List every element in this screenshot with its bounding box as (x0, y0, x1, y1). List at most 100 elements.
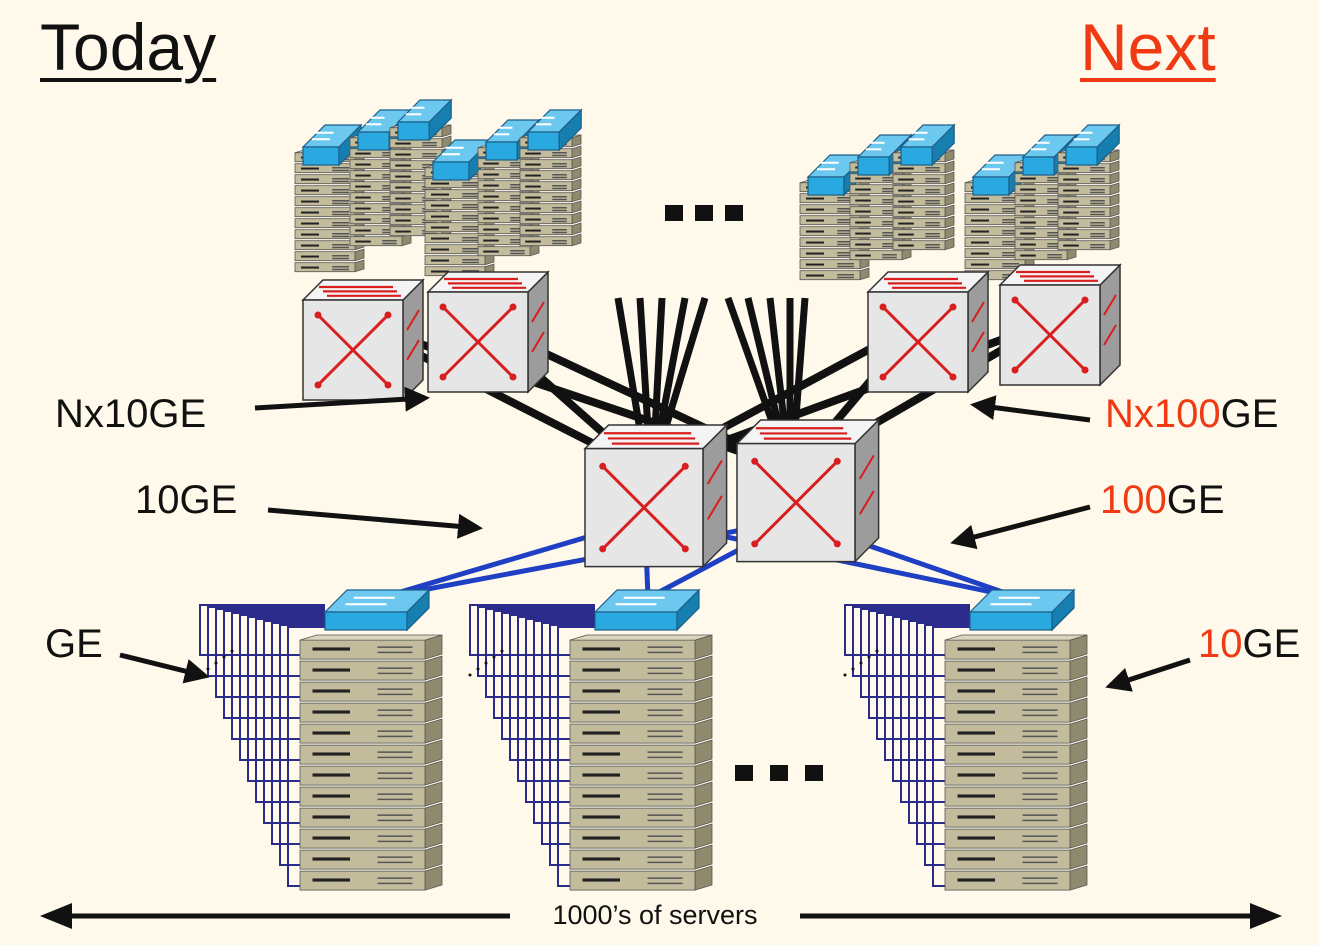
server-cable-1-8 (533, 620, 595, 824)
server-cable-0-2 (215, 608, 325, 698)
label-10ge-access-suffix: GE (1242, 622, 1301, 666)
server-cable-1-9 (541, 622, 595, 845)
top-access-switch-5 (526, 108, 583, 152)
fan-link-0 (614, 297, 644, 431)
top-access-switch-8 (899, 123, 956, 167)
fan-link-9 (791, 297, 809, 431)
fan-link-1 (636, 297, 652, 431)
today-heading: Today (40, 10, 217, 84)
cable-dot-1-4 (500, 649, 504, 653)
callout-arrow-0 (254, 386, 430, 412)
cable-dot-2-2 (859, 661, 863, 665)
aggregation-router-icon (301, 278, 425, 402)
server-cable-1-10 (549, 624, 595, 866)
label-100ge-prefix: 100 (1100, 478, 1167, 522)
ellipsis-block-5 (805, 765, 823, 781)
ellipsis-block-2 (725, 205, 743, 221)
server-cable-2-2 (860, 608, 970, 698)
server-cable-1-1 (477, 606, 595, 677)
cable-dot-2-1 (851, 667, 855, 671)
server-cable-2-3 (868, 610, 970, 719)
top-server-rack-5 (519, 134, 582, 247)
server-cable-2-0 (844, 604, 970, 656)
bottom-server-rack-0 (299, 634, 443, 891)
cable-dot-0-1 (206, 667, 210, 671)
server-cable-0-8 (263, 620, 325, 824)
fan-link-4 (661, 296, 709, 432)
ellipsis-block-1 (695, 205, 713, 221)
label-nx100ge: Nx100GE (1105, 392, 1278, 436)
bottom-access-switch-2 (968, 588, 1076, 632)
label-100ge: 100GE (1100, 478, 1225, 522)
server-cable-0-1 (207, 606, 325, 677)
bottom-access-switch-1 (593, 588, 701, 632)
server-cable-2-7 (900, 618, 970, 803)
bottom-server-rack-1 (569, 634, 713, 891)
ellipsis-block-4 (770, 765, 788, 781)
cable-dot-1-3 (492, 655, 496, 659)
server-cable-2-8 (908, 620, 970, 824)
label-10ge: 10GE (135, 478, 238, 522)
server-cable-2-11 (932, 626, 970, 887)
next-heading: Next (1080, 10, 1216, 84)
server-cable-2-1 (852, 606, 970, 677)
server-cable-2-9 (916, 622, 970, 845)
aggregation-router-icon-2 (426, 270, 550, 394)
label-nx100ge-prefix: Nx100 (1105, 392, 1221, 436)
aggregation-router-icon-4 (998, 263, 1122, 387)
label-10ge-access: 10GE (1198, 622, 1300, 666)
server-cable-0-0 (199, 604, 325, 656)
cable-dot-2-4 (875, 649, 879, 653)
fan-link-7 (766, 297, 789, 431)
bottom-server-rack-2 (944, 634, 1088, 891)
server-cable-2-5 (884, 614, 970, 761)
top-access-switch-11 (1064, 123, 1121, 167)
server-cable-0-11 (287, 626, 325, 887)
callout-arrow-1 (267, 507, 483, 539)
cable-dot-2-3 (867, 655, 871, 659)
server-cable-0-9 (271, 622, 325, 845)
server-cable-2-6 (892, 616, 970, 782)
cable-dot-0-4 (230, 649, 234, 653)
callout-arrow-2 (119, 652, 210, 684)
top-server-rack-11 (1057, 149, 1120, 251)
fan-link-2 (651, 297, 666, 431)
ellipsis-block-0 (665, 205, 683, 221)
core-router-icon (583, 423, 729, 569)
cable-dot-2-0 (843, 673, 847, 677)
fan-link-5 (724, 296, 779, 432)
server-cable-1-5 (509, 614, 595, 761)
server-cable-1-2 (485, 608, 595, 698)
label-10ge-access-prefix: 10 (1198, 622, 1243, 666)
server-cable-1-0 (469, 604, 595, 656)
fan-link-3 (656, 297, 689, 431)
server-cable-1-4 (501, 612, 595, 740)
core-router-icon-2 (735, 418, 881, 564)
server-cable-0-7 (255, 618, 325, 803)
label-nx10ge: Nx10GE (55, 392, 207, 436)
callout-arrow-5 (1105, 657, 1191, 692)
bottom-access-switch-0 (323, 588, 431, 632)
server-cable-2-10 (924, 624, 970, 866)
server-cable-1-6 (517, 616, 595, 782)
server-cable-0-10 (279, 624, 325, 866)
cable-dot-0-2 (214, 661, 218, 665)
label-nx100ge-suffix: GE (1220, 392, 1279, 436)
server-cable-0-6 (247, 616, 325, 782)
cable-dot-1-2 (484, 661, 488, 665)
cable-dot-1-0 (468, 673, 472, 677)
server-cable-0-4 (231, 612, 325, 740)
top-server-rack-6 (799, 179, 870, 281)
server-cable-0-5 (239, 614, 325, 761)
server-cable-1-7 (525, 618, 595, 803)
cable-dot-1-1 (476, 667, 480, 671)
callout-arrow-4 (950, 504, 1091, 550)
cable-dot-0-3 (222, 655, 226, 659)
server-cable-1-3 (493, 610, 595, 719)
server-cable-1-11 (557, 626, 595, 887)
servers-span-label: 1000’s of servers (510, 900, 800, 930)
label-ge: GE (45, 622, 103, 666)
aggregation-router-icon-3 (866, 270, 990, 394)
